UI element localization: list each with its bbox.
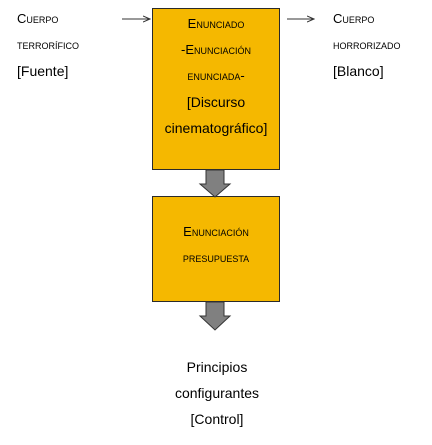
control-label-line1: Principios xyxy=(186,359,248,375)
presupuesta-box-line2: presupuesta xyxy=(182,250,250,265)
source-label-line1: Cuerpo xyxy=(17,11,59,26)
enunciado-box-line2: -Enunciación xyxy=(180,42,251,57)
down-block-arrow-icon xyxy=(198,301,232,331)
presupuesta-box: Enunciación presupuesta xyxy=(152,196,280,302)
source-label-line2: terrorífico xyxy=(17,37,79,52)
enunciado-box-line4: [Discurso xyxy=(186,94,246,110)
source-label-line3: [Fuente] xyxy=(17,63,69,79)
down-block-arrow-icon xyxy=(198,169,232,198)
presupuesta-box-line1: Enunciación xyxy=(183,224,249,239)
target-label-line1: Cuerpo xyxy=(333,11,375,26)
enunciado-box-line3: enunciada- xyxy=(187,68,245,83)
enunciado-box-line5: cinematográfico] xyxy=(164,120,268,136)
target-label-line2: horrorizado xyxy=(333,37,401,52)
target-label-line3: [Blanco] xyxy=(333,63,384,79)
control-label-line3: [Control] xyxy=(190,411,244,427)
enunciado-box-line1: Enunciado xyxy=(187,16,245,31)
control-label-line2: configurantes xyxy=(174,385,260,401)
